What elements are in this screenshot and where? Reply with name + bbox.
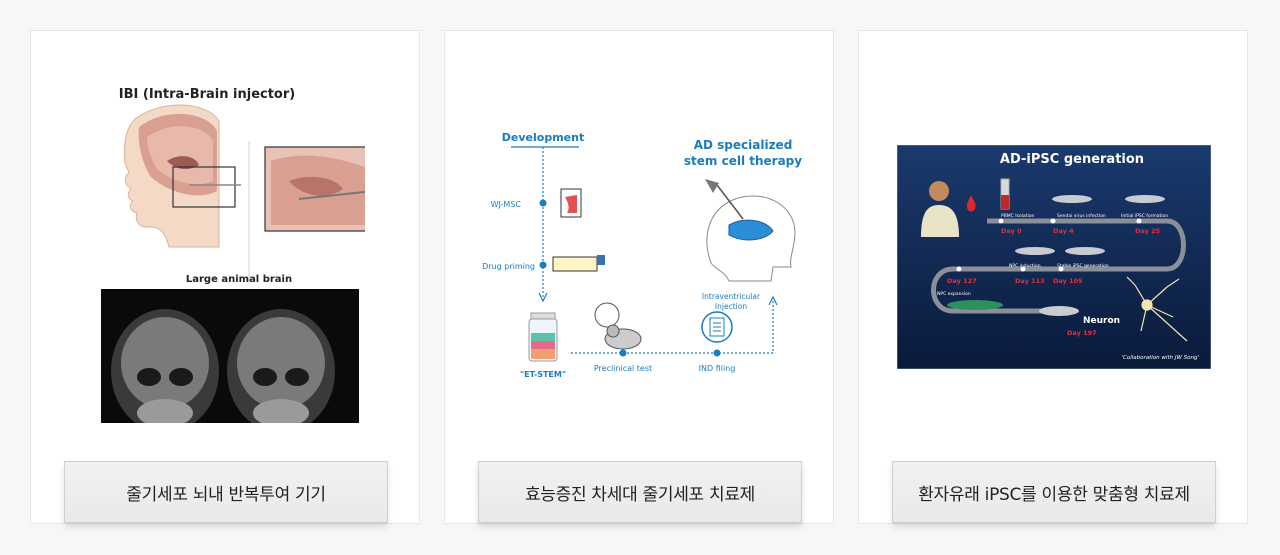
step-wj-msc: WJ-MSC [491, 200, 522, 209]
ind-document-icon [701, 311, 733, 343]
head-illustration [123, 104, 250, 281]
stage-label: NPC expansion [937, 291, 971, 297]
et-stem-bottle-icon [528, 312, 558, 362]
ipsc-title: AD-iPSC generation [1000, 152, 1144, 167]
development-label: Development [502, 131, 584, 144]
person-icon [921, 181, 959, 237]
card-caption[interactable]: 줄기세포 뇌내 반복투여 기기 [64, 461, 388, 523]
brain-head-icon [705, 179, 796, 282]
stage-label: Sendai virus infection [1057, 213, 1106, 219]
injection-label-line2: Injection [715, 302, 747, 311]
stage-label: PBMC Isolation [1001, 213, 1034, 219]
development-flow-figure: Development WJ-MSC Drug priming [482, 131, 802, 379]
zoom-panel [264, 146, 365, 232]
card-ipsc-therapy[interactable]: AD-iPSC generation PBMC Isolation Sendai… [858, 30, 1248, 524]
brain-injector-figure: IBI (Intra-Brain injector) Large animal … [101, 87, 365, 423]
figure-subtitle: Large animal brain [186, 274, 292, 285]
figure-title: IBI (Intra-Brain injector) [119, 87, 295, 102]
step-drug-priming: Drug priming [482, 262, 535, 271]
day-label: Day 127 [947, 277, 977, 285]
therapy-label-line2: stem cell therapy [684, 154, 802, 168]
plate-icon [552, 255, 605, 272]
mouse-icon [594, 302, 642, 350]
preclinical-label: Preclinical test [594, 364, 652, 373]
ind-label: IND filing [699, 364, 736, 373]
day-label: Day 25 [1135, 227, 1161, 235]
day-label: Day 197 [1067, 329, 1097, 337]
product-label: "ET-STEM" [520, 370, 566, 379]
day-label: Day 105 [1053, 277, 1083, 285]
day-label: Day 0 [1001, 227, 1022, 235]
plate-dish [1015, 247, 1055, 255]
neuron-label: Neuron [1083, 316, 1120, 326]
plate-dish [1039, 306, 1079, 316]
therapy-label-line1: AD specialized [694, 138, 793, 152]
plate-dish [1052, 195, 1092, 203]
injection-label-line1: Intraventricular [702, 292, 761, 301]
credit-label: 'Collaboration with JW Song' [1122, 355, 1200, 361]
day-label: Day 4 [1053, 227, 1074, 235]
flask-icon [560, 188, 582, 218]
ipsc-generation-figure: AD-iPSC generation PBMC Isolation Sendai… [897, 145, 1211, 369]
blood-drop-icon [966, 195, 976, 212]
card-stem-cell-therapy[interactable]: Development WJ-MSC Drug priming [444, 30, 834, 524]
stage-label: Initial iPSC formation [1121, 213, 1168, 219]
plate-dish [1125, 195, 1165, 203]
stage-label: NPC induction [1009, 263, 1041, 269]
card-caption[interactable]: 환자유래 iPSC를 이용한 맞춤형 치료제 [892, 461, 1216, 523]
card-caption[interactable]: 효능증진 차세대 줄기세포 치료제 [478, 461, 802, 523]
neuron-icon [1126, 276, 1188, 342]
plate-dish [947, 300, 1003, 310]
day-label: Day 113 [1015, 277, 1045, 285]
mri-image [101, 289, 359, 423]
card-brain-injector[interactable]: IBI (Intra-Brain injector) Large animal … [30, 30, 420, 524]
plate-dish [1065, 247, 1105, 255]
stage-label: Stable iPSC generation [1057, 263, 1109, 269]
